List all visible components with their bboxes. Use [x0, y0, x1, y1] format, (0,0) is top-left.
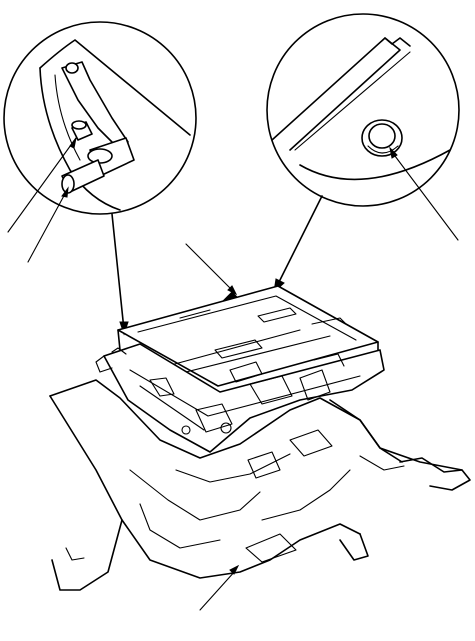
floor-lower-edge [121, 519, 361, 579]
housing-left-bracket [95, 355, 113, 373]
leader-arrowhead [69, 137, 77, 149]
floor-contour [129, 469, 261, 521]
top-cover-slot [257, 307, 297, 323]
leader-left-pin-end [27, 191, 67, 263]
leader-top-cover [185, 243, 233, 291]
floor-vent [247, 451, 281, 479]
floor-tunnel-contour [359, 455, 405, 471]
floor-right-flap [339, 533, 369, 561]
left-bracket-hole [65, 62, 79, 74]
right-detail-callout [266, 13, 460, 207]
housing-connector [229, 361, 263, 383]
top-cover-slot [214, 339, 263, 359]
left-pin-collar-top [87, 148, 113, 164]
floor-right-tab [399, 457, 471, 491]
housing-connector [313, 353, 345, 367]
right-callout-connector [275, 195, 323, 289]
left-callout-connector [111, 213, 125, 331]
top-cover-rib [311, 317, 347, 325]
housing-module [249, 375, 293, 405]
housing-body [103, 343, 385, 453]
housing-bracket [195, 403, 233, 433]
floor-contour [261, 469, 351, 521]
right-grommet-inner [368, 123, 396, 149]
floor-tunnel-edge [329, 399, 403, 463]
leader-lines [7, 137, 459, 611]
floor-left-edge [49, 395, 123, 591]
right-detail-lower-edge [299, 149, 451, 181]
floor-box [289, 429, 333, 457]
floor-box [245, 533, 297, 563]
leader-arrowhead [389, 146, 398, 159]
housing-tab [149, 377, 175, 397]
housing-left-clip [111, 347, 127, 355]
left-detail-frame-inner [54, 74, 81, 161]
leader-arrowhead [229, 564, 240, 575]
housing-bracket [299, 369, 331, 401]
floor-contour [139, 503, 221, 549]
right-grommet-shadow [367, 145, 399, 154]
top-cover-groove [159, 329, 301, 369]
leader-right-grommet [391, 151, 459, 241]
left-detail-frame-side [39, 67, 121, 211]
top-cover-groove [169, 335, 331, 377]
top-cover-rib [179, 309, 211, 319]
housing-belt-line [129, 369, 361, 417]
top-cover-rim [137, 295, 357, 341]
left-small-pin-top [71, 120, 87, 130]
right-detail-tab [384, 37, 411, 47]
floor-upper-edge [49, 379, 463, 471]
housing-bolt [220, 422, 232, 434]
left-detail-callout [3, 21, 197, 215]
main-unit-housing [95, 343, 385, 453]
floor-panel [49, 379, 471, 591]
left-pin-end [61, 174, 75, 194]
left-detail-frame-edge [39, 39, 191, 136]
leader-left-pin-small [7, 137, 77, 233]
housing-bolt [181, 425, 191, 435]
floor-contour [175, 453, 291, 483]
right-detail-circle [266, 13, 460, 207]
leader-arrowhead [61, 186, 69, 198]
leader-bottom-floor [199, 569, 237, 611]
right-detail-frame-inner [294, 51, 411, 151]
floor-clip [65, 547, 85, 561]
left-detail-circle [3, 21, 197, 215]
housing-edge [139, 385, 205, 431]
